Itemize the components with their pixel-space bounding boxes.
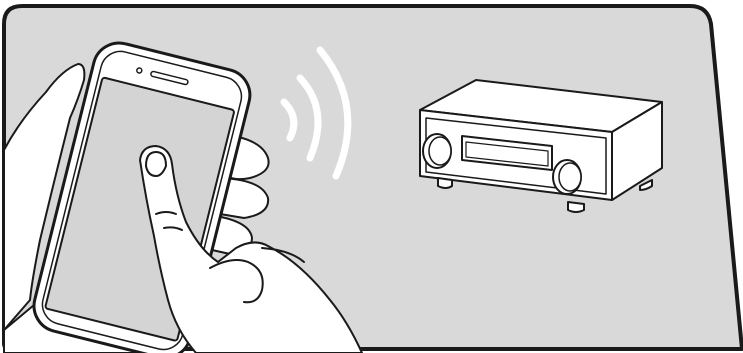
volume-knob-right [553, 160, 581, 194]
volume-knob-left [423, 134, 451, 168]
